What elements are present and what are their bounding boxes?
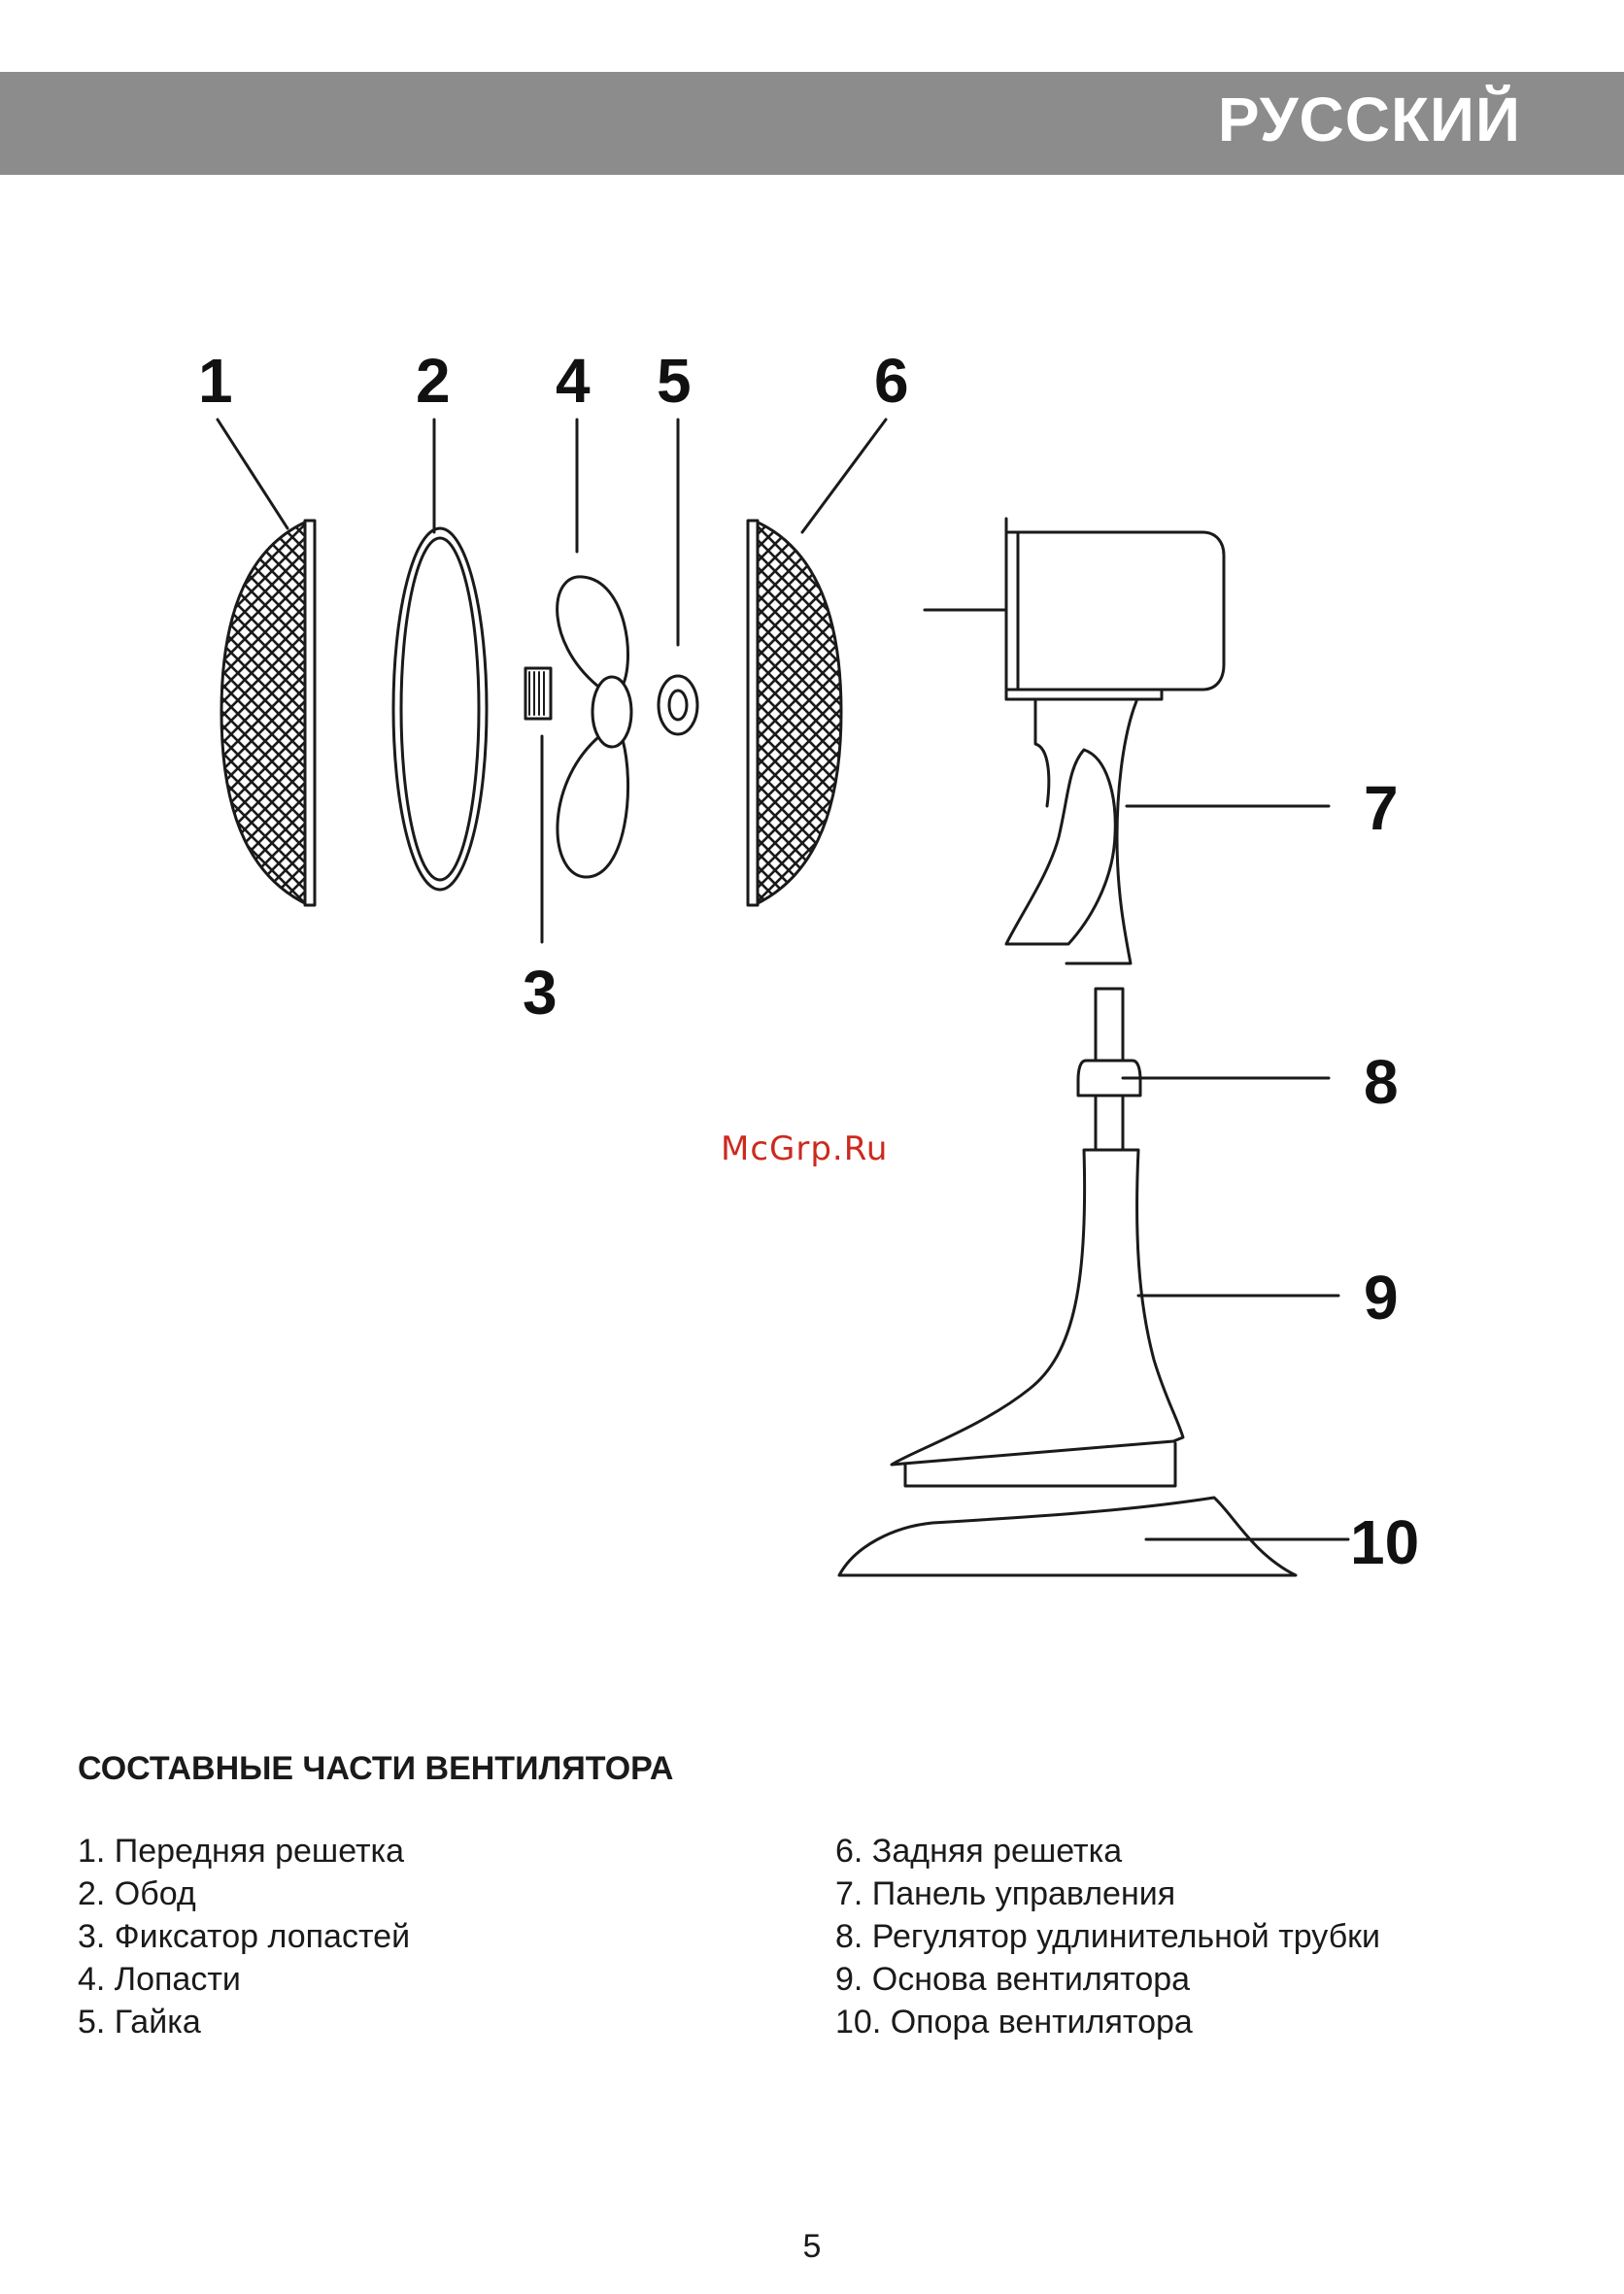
part-item: 8. Регулятор удлинительной трубки — [835, 1915, 1380, 1958]
rim-part — [393, 528, 487, 890]
part-item: 6. Задняя решетка — [835, 1830, 1380, 1872]
part-item: 4. Лопасти — [78, 1958, 410, 2001]
fan-stand-part — [892, 1150, 1183, 1486]
part-item: 9. Основа вентилятора — [835, 1958, 1380, 2001]
callout-5: 5 — [657, 346, 692, 416]
callout-9: 9 — [1364, 1263, 1399, 1333]
callout-4: 4 — [556, 346, 591, 416]
callout-3: 3 — [523, 958, 558, 1028]
parts-list-right: 6. Задняя решетка 7. Панель управления 8… — [835, 1830, 1380, 2043]
fan-blades-part — [558, 577, 631, 877]
motor-housing-part — [925, 519, 1224, 699]
fan-base-part — [839, 1498, 1296, 1575]
blade-lock-part — [525, 668, 551, 719]
callout-10: 10 — [1350, 1507, 1419, 1577]
callout-8: 8 — [1364, 1047, 1399, 1117]
part-item: 10. Опора вентилятора — [835, 2001, 1380, 2043]
control-panel-part — [1006, 701, 1136, 963]
parts-list-left: 1. Передняя решетка 2. Обод 3. Фиксатор … — [78, 1830, 410, 2043]
callout-1: 1 — [198, 346, 233, 416]
part-item: 5. Гайка — [78, 2001, 410, 2043]
section-title: СОСТАВНЫЕ ЧАСТИ ВЕНТИЛЯТОРА — [78, 1750, 673, 1788]
front-grille-part — [221, 521, 315, 905]
nut-part — [659, 676, 697, 734]
part-item: 2. Обод — [78, 1872, 410, 1915]
rear-grille-part — [748, 521, 841, 905]
fan-exploded-diagram: 1 2 4 5 6 3 7 8 9 10 McGrp.Ru — [0, 0, 1624, 1651]
watermark-text: McGrp.Ru — [721, 1130, 888, 1168]
callout-6: 6 — [874, 346, 909, 416]
part-item: 3. Фиксатор лопастей — [78, 1915, 410, 1958]
part-item: 7. Панель управления — [835, 1872, 1380, 1915]
page-number: 5 — [0, 2228, 1624, 2266]
callout-2: 2 — [416, 346, 451, 416]
callout-7: 7 — [1364, 773, 1399, 843]
part-item: 1. Передняя решетка — [78, 1830, 410, 1872]
extension-tube-part — [1078, 989, 1140, 1150]
